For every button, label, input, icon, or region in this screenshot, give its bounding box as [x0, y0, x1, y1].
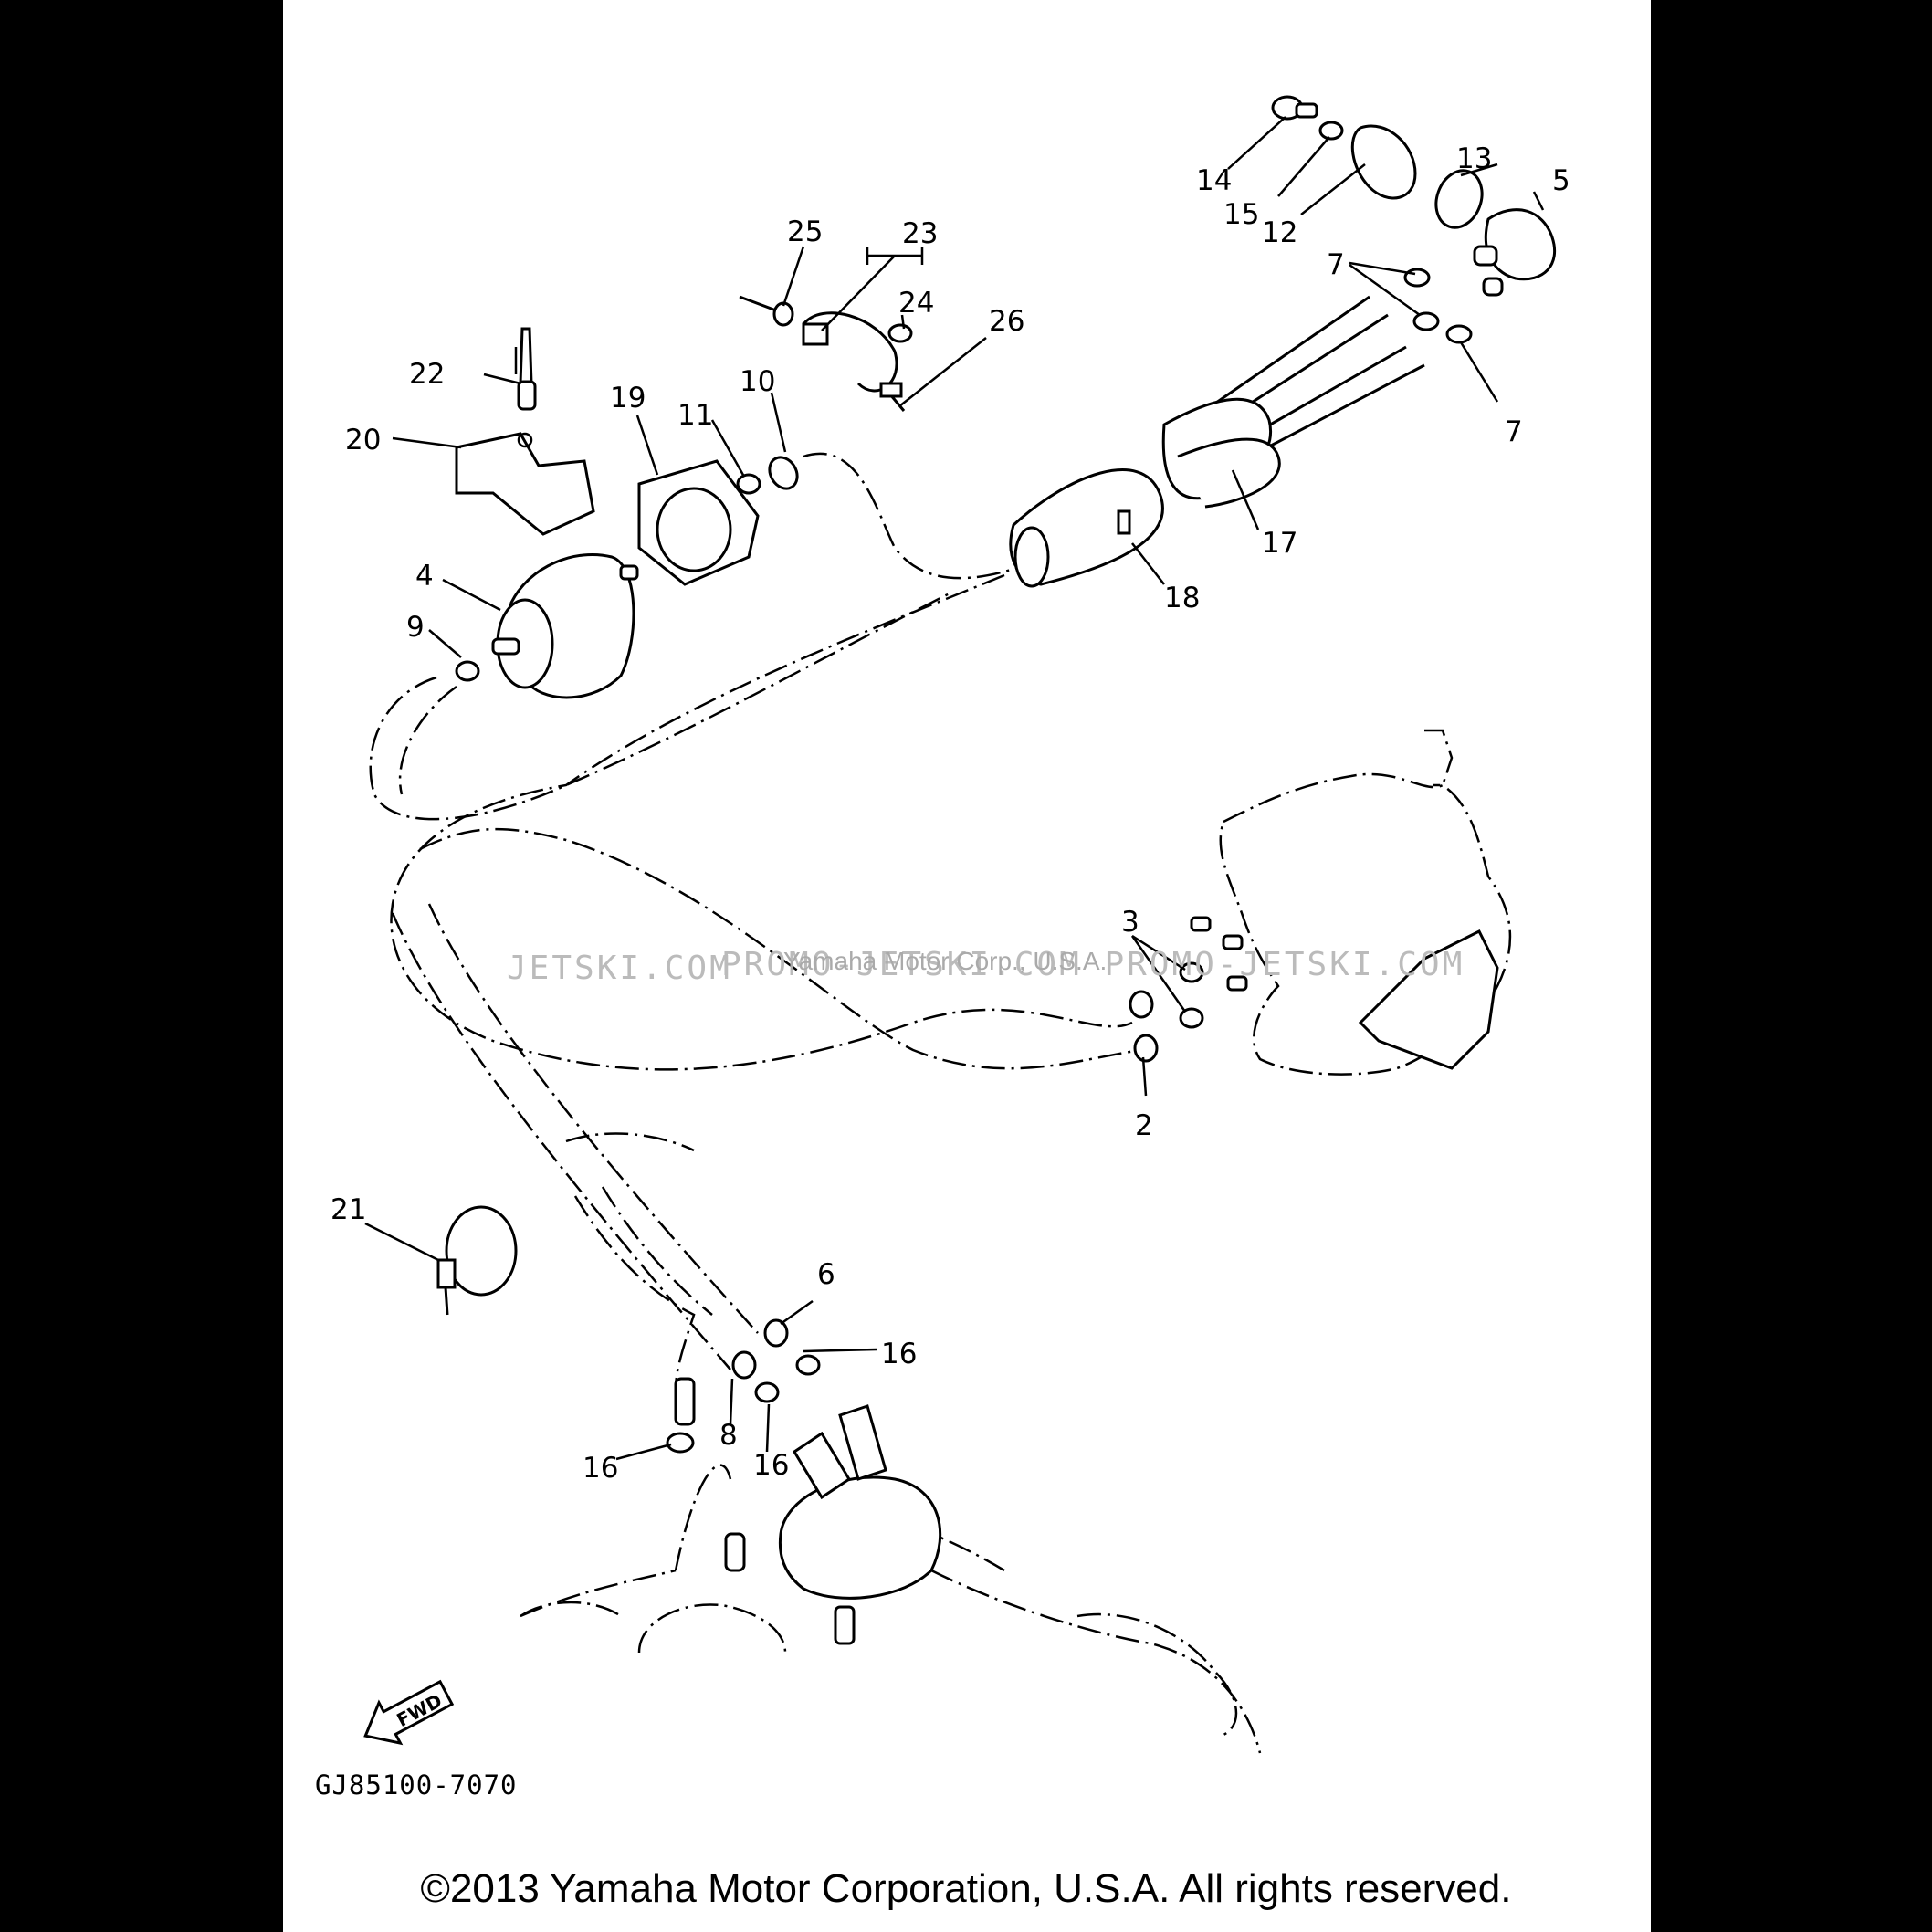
rivet-part	[517, 327, 537, 411]
label-3: 3	[1121, 906, 1139, 939]
label-23: 23	[902, 217, 938, 250]
label-22: 22	[409, 358, 445, 391]
label-16a: 16	[881, 1338, 917, 1370]
watermark-left: JETSKI.COM	[507, 950, 732, 987]
label-16b: 16	[753, 1449, 789, 1482]
label-24: 24	[898, 287, 934, 320]
label-4: 4	[415, 560, 434, 593]
part-labels: 14 15 12 13 5 7 7 17 18 25 23 24 26 10 1…	[331, 142, 1570, 1485]
fuel-filter-part	[491, 552, 639, 699]
protector-with-tie-part	[1009, 468, 1164, 588]
clamp-9-part	[455, 660, 480, 682]
label-21: 21	[331, 1193, 366, 1226]
diagram-code: GJ85100-7070	[315, 1769, 518, 1801]
label-7a: 7	[1327, 248, 1345, 281]
clamp-16-parts	[666, 1354, 821, 1454]
label-19: 19	[610, 382, 646, 415]
hose-clamp-parts	[1403, 268, 1473, 344]
copyright-notice: ©2013 Yamaha Motor Corporation, U.S.A. A…	[420, 1866, 1512, 1911]
nut-part	[1434, 169, 1484, 229]
watermark-center: PROMO-JETSKI.COM PROMO-JETSKI.COM	[721, 946, 1465, 983]
hose-protector-part	[1161, 397, 1281, 509]
screw-part	[1271, 95, 1318, 121]
label-20: 20	[345, 424, 381, 457]
hose-6-end-part	[731, 1318, 789, 1380]
label-12: 12	[1262, 216, 1297, 249]
label-18: 18	[1164, 582, 1200, 614]
band-21-part	[436, 1205, 518, 1316]
plate-part	[1350, 124, 1417, 200]
label-14: 14	[1196, 164, 1232, 197]
label-11: 11	[677, 399, 713, 432]
fuel-cock-part	[1473, 208, 1557, 297]
label-5: 5	[1552, 164, 1570, 197]
clamp-3-parts	[1179, 961, 1204, 1029]
band-clamp-part	[802, 311, 906, 412]
collar-24-part	[887, 323, 913, 343]
fuel-pump-part	[674, 1377, 942, 1645]
label-16c: 16	[583, 1452, 618, 1485]
label-10: 10	[740, 365, 775, 398]
label-6: 6	[817, 1258, 835, 1291]
label-26: 26	[989, 305, 1024, 338]
label-8: 8	[719, 1419, 738, 1452]
label-17: 17	[1262, 527, 1297, 560]
watermark-owner: Yamaha Motor Corp., U.S.A.	[783, 947, 1107, 975]
clamp-part	[736, 473, 761, 495]
label-7b: 7	[1505, 415, 1523, 448]
fuel-tank-outline	[520, 1601, 1238, 1737]
washer-part	[1318, 121, 1344, 141]
filter-bracket-part	[637, 459, 760, 586]
label-13: 13	[1456, 142, 1492, 175]
hose-ends-2-part	[1129, 990, 1159, 1063]
label-15: 15	[1223, 198, 1259, 231]
stay-part	[455, 432, 595, 536]
fwd-arrow-icon: FWD	[363, 1679, 455, 1746]
label-25: 25	[787, 215, 823, 248]
label-9: 9	[406, 611, 425, 644]
hose-piece-part	[768, 456, 799, 490]
carburetor-assembly	[1190, 729, 1512, 1076]
leader-lines	[364, 116, 1545, 1461]
label-2: 2	[1135, 1109, 1153, 1142]
